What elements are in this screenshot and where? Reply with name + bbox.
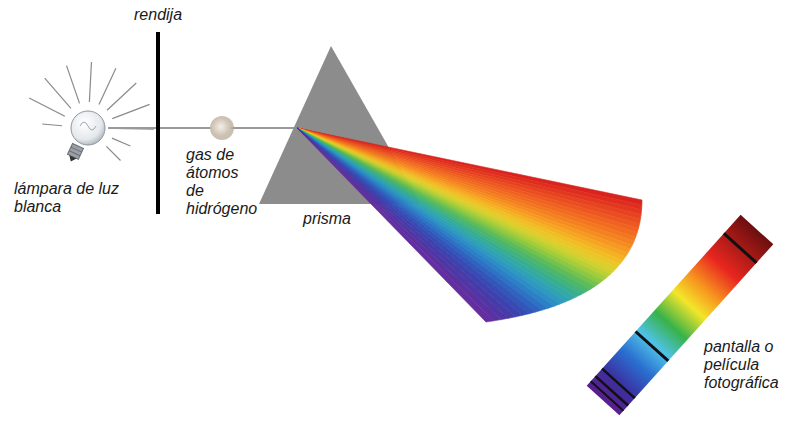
spectrum-band <box>297 128 494 322</box>
slit <box>156 32 160 214</box>
light-ray <box>89 62 91 102</box>
light-ray <box>112 138 130 146</box>
spectrum-band <box>297 128 566 304</box>
prism-label: prisma <box>303 210 373 228</box>
gas-label: gas de átomos de hidrógeno <box>186 146 256 218</box>
hydrogen-gas <box>210 116 234 140</box>
spectrum-band <box>297 128 542 312</box>
light-ray <box>29 98 65 116</box>
spectrum-band <box>297 128 548 310</box>
slit-label: rendija <box>134 6 214 24</box>
light-ray <box>99 68 116 104</box>
spectrum-band <box>297 128 509 320</box>
light-ray <box>42 124 62 126</box>
light-beam <box>108 127 298 129</box>
spectrum-band <box>297 128 536 314</box>
spectrum-band <box>297 128 560 306</box>
screen-label: pantalla o película fotográfica <box>704 338 792 392</box>
light-ray <box>112 104 149 118</box>
light-ray <box>107 83 136 110</box>
light-rays <box>29 62 154 160</box>
lamp-label: lámpara de luz blanca <box>14 180 132 216</box>
spectrum-band <box>297 128 529 315</box>
dispersed-spectrum <box>297 128 642 322</box>
light-ray <box>45 78 71 108</box>
spectrum-band <box>297 128 516 318</box>
lamp <box>65 111 105 164</box>
light-ray <box>67 66 80 104</box>
light-ray <box>106 146 120 160</box>
spectrum-band <box>297 128 571 302</box>
spectrum-band <box>297 128 501 321</box>
spectrum-band <box>297 128 554 308</box>
spectrum-band <box>297 128 576 299</box>
spectrum-band <box>297 128 523 317</box>
